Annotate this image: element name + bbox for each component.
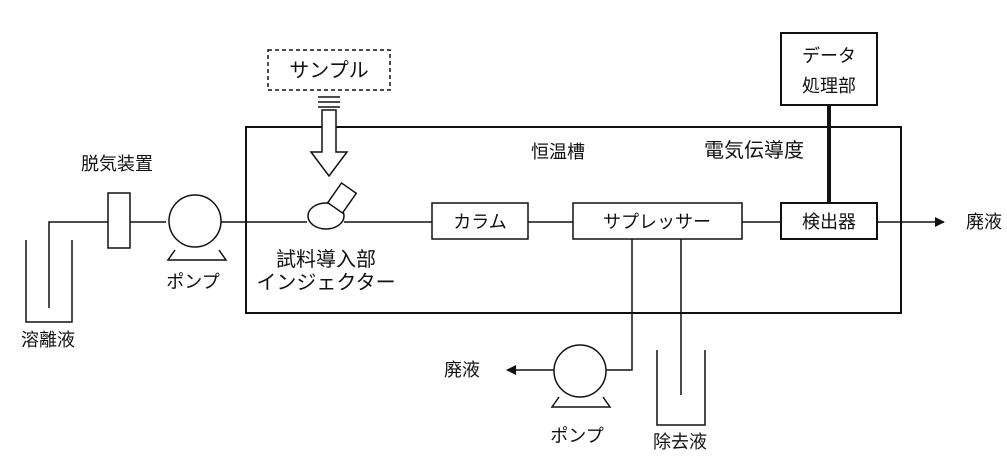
conductivity-label: 電気伝導度	[704, 138, 804, 162]
sample-label: サンプル	[289, 58, 368, 82]
data-processing-label-line2: 処理部	[802, 76, 856, 97]
pump-bottom-icon	[550, 344, 612, 408]
detector-box	[780, 202, 878, 240]
eluent-label: 溶離液	[21, 330, 75, 351]
degasser-box	[107, 192, 131, 249]
removal-liquid-reservoir	[656, 350, 706, 426]
thermostat-label: 恒温槽	[531, 142, 585, 163]
sample-inlet-arrow	[309, 96, 349, 178]
column-box	[431, 202, 529, 240]
thermostat-box	[245, 126, 902, 314]
waste-label-bottom: 廃液	[444, 360, 480, 381]
pump-main-icon	[166, 194, 228, 261]
column-label: カラム	[453, 212, 506, 233]
line-suppressor-pump-bottom	[605, 239, 633, 371]
waste-label-right: 廃液	[966, 212, 1002, 233]
data-processing-label-line1: データ	[802, 46, 856, 67]
suppressor-label: サプレッサー	[603, 212, 711, 233]
pump-main-label: ポンプ	[166, 272, 219, 293]
detector-label: 検出器	[802, 212, 856, 233]
suppressor-box	[572, 202, 743, 240]
eluent-inlet-tube	[48, 221, 108, 308]
removal-liquid-label: 除去液	[653, 432, 707, 453]
degasser-label: 脱気装置	[81, 154, 153, 175]
data-processing-box	[780, 32, 878, 106]
sample-box	[267, 49, 391, 91]
injector-label-line1: 試料導入部	[276, 247, 376, 271]
injector-label-line2: インジェクター	[256, 270, 395, 294]
eluent-reservoir	[25, 240, 73, 323]
injector-icon	[307, 181, 358, 230]
pump-bottom-label: ポンプ	[550, 426, 603, 447]
